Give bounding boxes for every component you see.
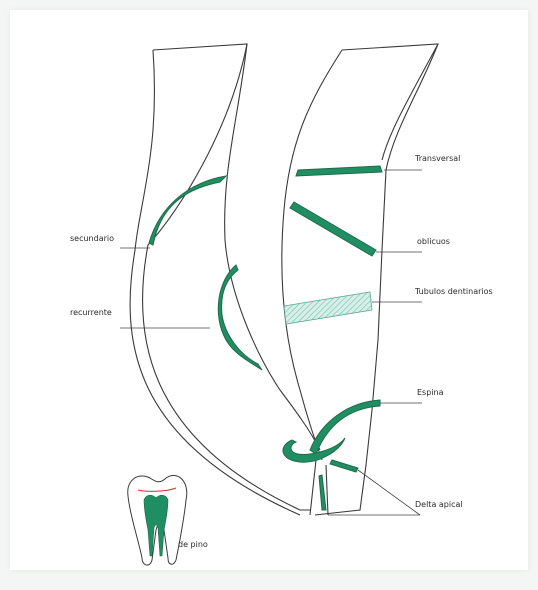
secundario-canal [149,176,226,245]
label-tooth-caption: de pino [178,540,208,550]
root-right-wall [315,44,438,515]
label-transversal: Transversal [415,154,460,164]
root-outer-edge [130,50,300,515]
label-espina: Espina [417,388,444,398]
label-secundario: secundario [70,234,114,244]
transversal-canal [296,166,382,176]
root-outline [130,44,438,515]
canal-right-boundary [282,50,342,460]
recurrente-canal [218,265,262,370]
label-oblicuos: oblicuos [417,237,450,247]
figure-frame: Transversal oblicuos Tubulos dentinarios… [10,10,528,570]
apex-left [310,460,316,515]
canal-left-boundary [225,44,320,450]
leader-lines [120,170,422,515]
delta-apical-branch-2 [319,475,326,510]
root-right-inner [382,44,438,160]
espina-canal [310,400,380,454]
label-delta-apical: Delta apical [415,500,463,510]
tooth-icon [128,475,187,565]
oblicuos-canal [290,202,376,256]
tubulos-band [284,292,372,324]
leader-delta-1 [358,470,420,515]
canal-branches [149,166,382,510]
label-tubulos-dentinarios: Tubulos dentinarios [415,287,493,297]
label-recurrente: recurrente [70,308,112,318]
apex-right [326,465,328,515]
delta-apical-branch-1 [330,460,358,472]
